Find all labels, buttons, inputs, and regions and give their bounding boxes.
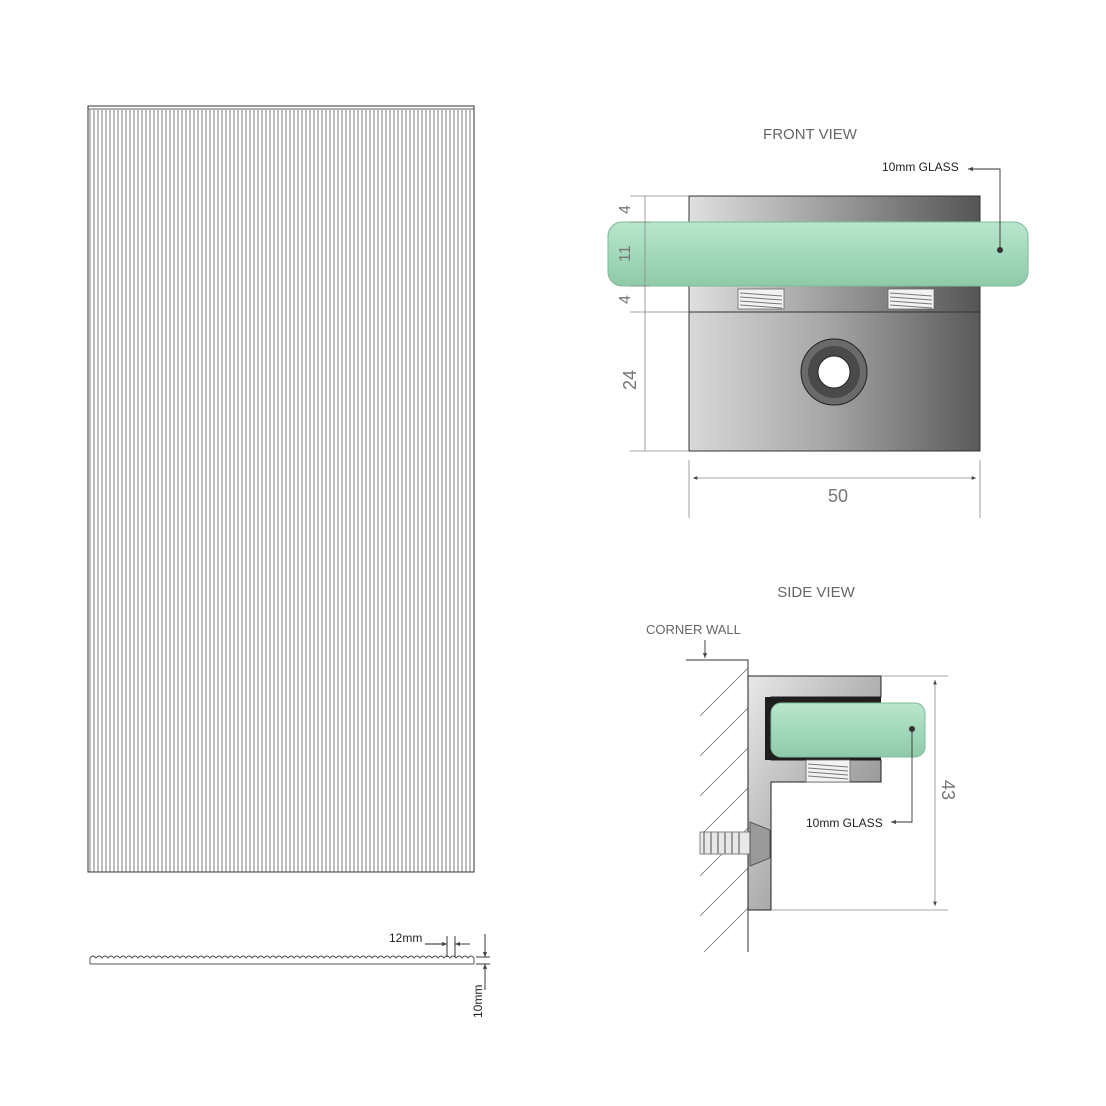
dim-height-label: 43	[938, 780, 958, 800]
side-view: SIDE VIEW CORNER WALL	[646, 584, 958, 952]
side-screw-icon	[805, 759, 851, 783]
side-height-dimension	[771, 675, 948, 911]
dim-lower-label: 24	[620, 370, 640, 390]
dim-mid-label: 4	[617, 295, 634, 304]
front-view: FRONT VIEW 10mm GLASS	[607, 126, 1029, 518]
screw-left-icon	[737, 288, 785, 310]
side-view-title: SIDE VIEW	[777, 584, 855, 601]
side-glass-label: 10mm GLASS	[806, 816, 883, 830]
dim-glass-label: 11	[617, 245, 634, 262]
wall-hatching	[700, 667, 748, 952]
width-dimension	[688, 460, 981, 518]
panel-ribs	[89, 110, 471, 872]
thickness-label: 10mm	[471, 985, 485, 1018]
top-clamp-plate	[688, 195, 981, 223]
side-glass	[770, 702, 926, 758]
front-view-title: FRONT VIEW	[763, 126, 858, 143]
corner-wall-label: CORNER WALL	[646, 622, 741, 637]
screw-right-icon	[887, 288, 935, 310]
front-glass-label: 10mm GLASS	[882, 160, 959, 174]
vertical-dimensions	[630, 195, 689, 452]
mounting-hole-icon	[800, 338, 868, 406]
middle-clamp-plate	[688, 285, 981, 313]
dim-width-label: 50	[828, 486, 848, 506]
corner-wall	[686, 659, 749, 952]
rib-width-label: 12mm	[389, 931, 422, 945]
wall-bolt-icon	[699, 821, 771, 867]
panel-section: 12mm 10mm	[89, 931, 490, 1018]
glass-bar	[607, 221, 1029, 287]
fluted-glass-panel	[87, 105, 475, 873]
dim-top-label: 4	[617, 205, 634, 214]
